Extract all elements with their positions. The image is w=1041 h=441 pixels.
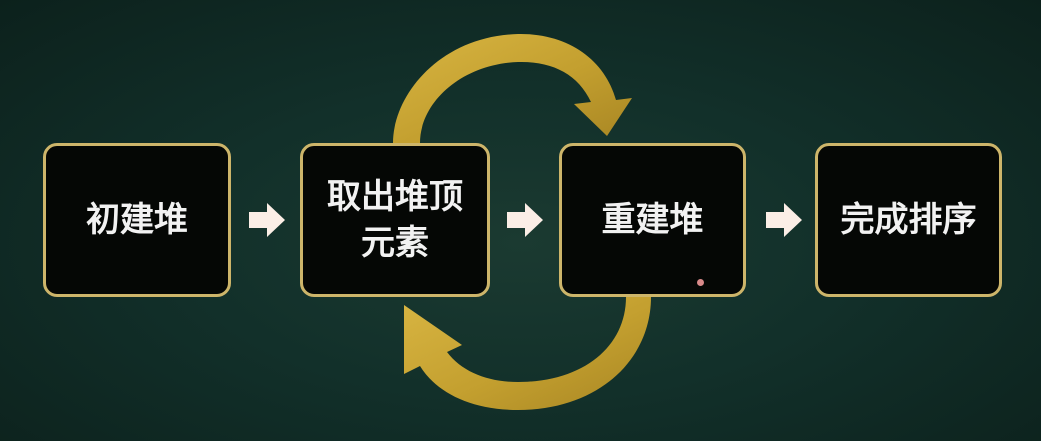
step-box-sort-complete: 完成排序 (815, 143, 1002, 297)
pointer-dot (697, 279, 704, 286)
step-box-extract-top: 取出堆顶 元素 (300, 143, 490, 297)
right-arrow-icon (249, 203, 285, 237)
step-label: 初建堆 (86, 200, 188, 240)
step-label: 重建堆 (601, 200, 704, 240)
step-box-rebuild-heap: 重建堆 (559, 143, 746, 297)
step-label: 完成排序 (840, 200, 977, 240)
right-arrow-icon (507, 203, 543, 237)
curved-arrow-back-icon (404, 297, 651, 410)
step-label: 取出堆顶 元素 (327, 177, 463, 263)
right-arrow-icon (766, 203, 802, 237)
step-box-build-heap: 初建堆 (43, 143, 231, 297)
curved-arrow-clockwise-icon (393, 33, 632, 143)
